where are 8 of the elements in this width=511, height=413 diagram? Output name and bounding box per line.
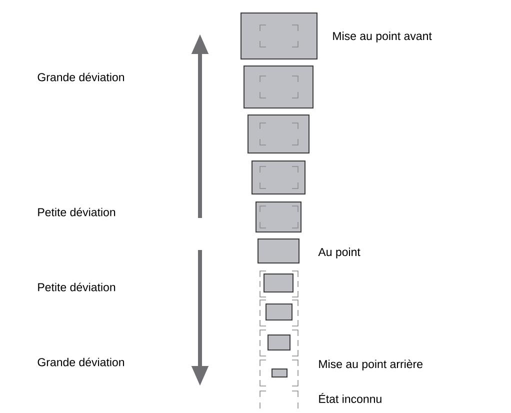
label: Petite déviation: [38, 208, 116, 216]
label: Petite déviation: [38, 282, 116, 292]
label: État inconnu: [319, 392, 382, 404]
label: Grande déviation: [38, 358, 124, 366]
label: Grande déviation: [38, 72, 124, 82]
label: Au point: [318, 248, 360, 258]
label: Mise au point arrière: [319, 360, 422, 370]
label: Mise au point avant: [333, 32, 432, 42]
